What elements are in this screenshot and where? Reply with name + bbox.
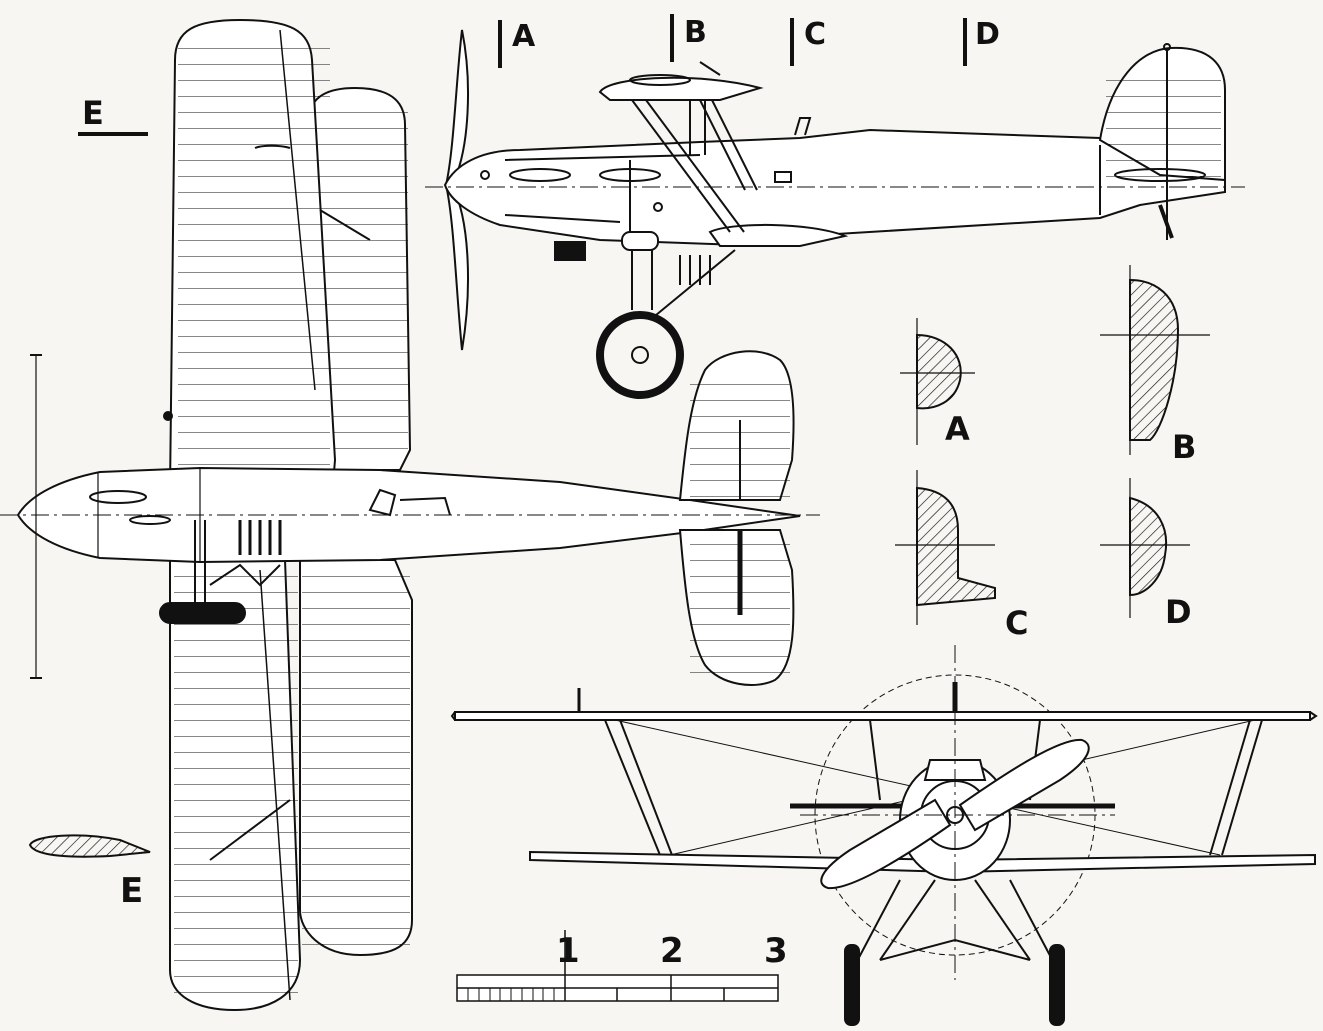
section-b-profile — [1129, 278, 1180, 441]
side-view — [425, 29, 1245, 399]
section-label-e: E — [120, 871, 143, 911]
side-landing-gear — [631, 245, 736, 321]
section-marker-e: E — [82, 94, 104, 132]
section-label-d: D — [1165, 593, 1192, 631]
section-markers — [498, 14, 967, 68]
side-upper-wing — [598, 76, 764, 101]
section-label-a: A — [945, 410, 970, 448]
side-wing-struts — [631, 99, 758, 233]
section-e-profile — [28, 834, 151, 858]
section-c-profile — [916, 486, 996, 607]
section-marker-b: B — [684, 15, 707, 50]
scale-tick-2: 2 — [660, 931, 684, 971]
scale-tick-1: 1 — [556, 931, 580, 971]
section-marker-d: D — [975, 17, 1000, 52]
section-label-b: B — [1172, 428, 1196, 466]
plan-view — [0, 18, 820, 1012]
section-d-profile — [1129, 496, 1167, 597]
section-marker-a: A — [512, 19, 536, 54]
scale-tick-3: 3 — [764, 931, 788, 971]
front-upper-wing — [454, 711, 1311, 721]
front-prop-blade-1 — [958, 738, 1090, 832]
section-a-profile — [916, 333, 962, 410]
side-propeller — [444, 29, 469, 351]
section-profiles — [28, 265, 1210, 858]
side-wheel — [596, 311, 684, 399]
section-label-c: C — [1005, 604, 1028, 642]
front-view — [450, 645, 1318, 1026]
front-prop-blade-2 — [820, 798, 952, 890]
section-marker-c: C — [804, 17, 826, 52]
scale-bar — [456, 930, 779, 1002]
